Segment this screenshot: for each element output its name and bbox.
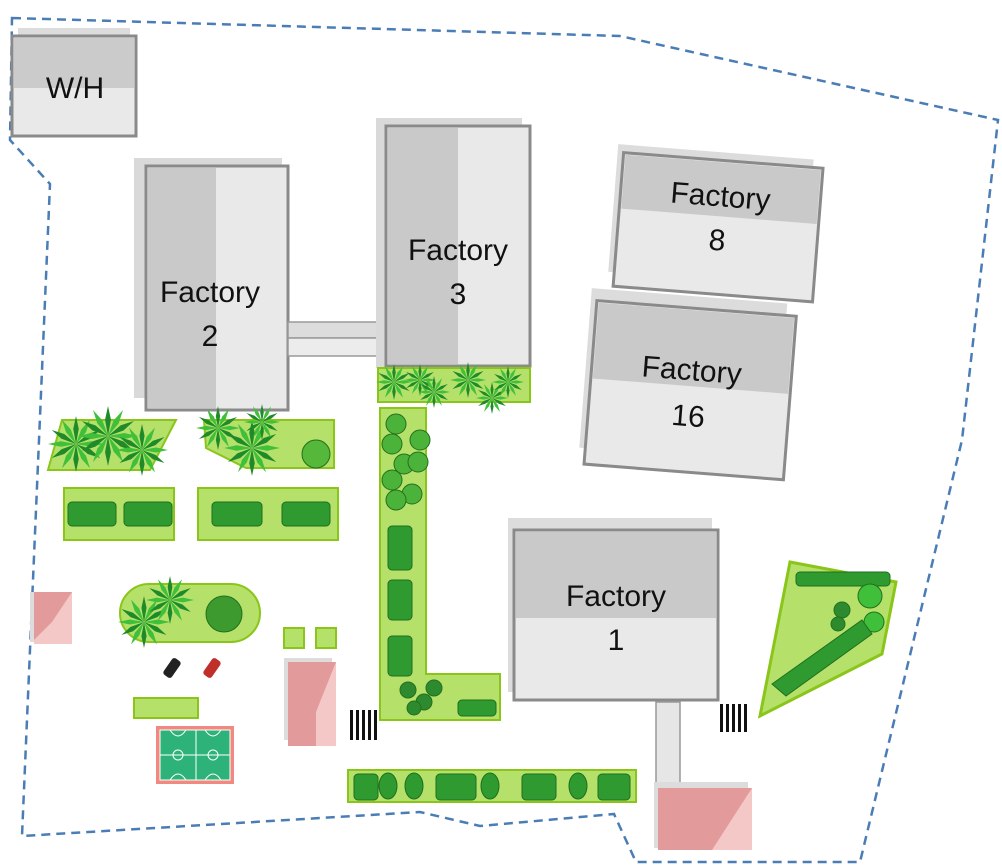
hedge — [771, 619, 873, 697]
warehouse-wh[interactable]: W/H — [10, 28, 138, 138]
bush — [399, 681, 417, 699]
factory-8-number: 8 — [707, 224, 726, 258]
bush — [830, 616, 846, 632]
hedge — [597, 773, 631, 801]
bush — [406, 700, 422, 716]
factory-16-number: 16 — [670, 399, 706, 435]
bush — [381, 469, 403, 491]
palm-tree — [418, 376, 450, 408]
shrub — [378, 772, 398, 800]
factory-3-number: 3 — [450, 278, 467, 311]
gate-right — [720, 704, 747, 732]
palm-tree — [492, 366, 524, 398]
factory-3[interactable]: Factory 3 — [376, 118, 532, 368]
bush — [381, 433, 403, 455]
hedge — [435, 773, 477, 801]
palm-tree — [450, 362, 486, 398]
basketball-court — [156, 726, 234, 784]
car-red — [203, 658, 221, 678]
hedge — [387, 635, 413, 677]
palm-tree — [116, 424, 168, 476]
bush — [407, 451, 429, 473]
grass-patch — [283, 627, 305, 649]
bush — [833, 601, 851, 619]
factory-2-number: 2 — [202, 320, 219, 353]
corridor — [655, 701, 681, 789]
warehouse-label: W/H — [46, 72, 104, 105]
shrub — [480, 772, 500, 800]
hedge — [353, 773, 379, 801]
factory-2-label: Factory — [160, 276, 260, 309]
palm-tree — [376, 364, 412, 400]
connector-bridge — [287, 321, 387, 357]
factory-8[interactable]: Factory 8 — [607, 144, 825, 304]
palm-tree — [146, 576, 194, 624]
shrub — [404, 772, 424, 800]
palm-tree — [78, 406, 138, 466]
palm-tree — [476, 382, 508, 414]
hedge — [795, 571, 891, 587]
bush — [301, 439, 331, 469]
property-boundary — [8, 16, 1000, 864]
small-building-left — [30, 592, 72, 644]
hedge — [521, 773, 557, 801]
factory-16-label: Factory — [641, 350, 743, 391]
factory-1-number: 1 — [608, 624, 625, 657]
grass-strip — [133, 697, 199, 719]
gate-left — [350, 710, 377, 740]
factory-16[interactable]: Factory 16 — [578, 288, 798, 482]
bush — [425, 679, 443, 697]
shrub — [568, 772, 588, 800]
palm-tree — [196, 406, 240, 450]
hedge — [281, 501, 331, 527]
small-building-middle — [284, 658, 336, 746]
vegetation — [48, 362, 891, 801]
bush — [385, 413, 407, 435]
hedge — [211, 501, 263, 527]
bush — [205, 595, 243, 633]
grass-patch — [315, 627, 337, 649]
hedge — [387, 525, 413, 571]
hedge — [123, 501, 173, 527]
bush — [409, 429, 431, 451]
car-black — [163, 658, 181, 678]
bush — [385, 489, 407, 511]
hedge — [457, 699, 497, 717]
factory-1[interactable]: Factory 1 — [508, 518, 720, 702]
factory-8-label: Factory — [669, 176, 771, 217]
factory-2[interactable]: Factory 2 — [134, 158, 290, 412]
factory-1-label: Factory — [566, 580, 666, 613]
palm-tree — [244, 404, 280, 440]
hedge — [387, 579, 413, 621]
bush — [857, 583, 883, 609]
small-building-bottom-right — [654, 782, 752, 850]
factory-3-label: Factory — [408, 234, 508, 267]
hedge — [67, 501, 117, 527]
